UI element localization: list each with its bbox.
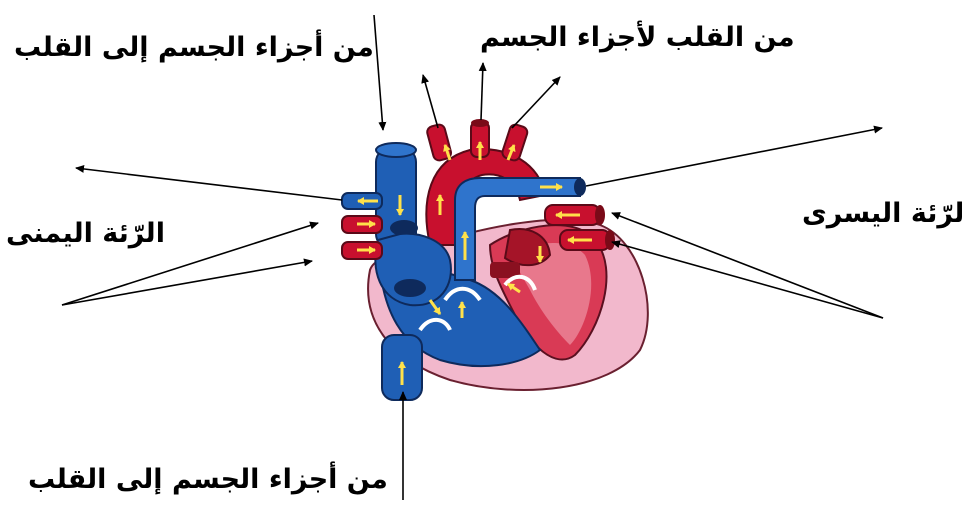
label-from-body-bottom: من أجزاء الجسم إلى القلب [28,464,388,495]
pointer-aorta-3 [512,77,560,128]
label-right-lung: الرّئة اليمنى [6,218,165,249]
label-left-lung: الرّئة اليسرى [802,198,966,229]
label-to-body: من القلب لأجزاء الجسم [480,22,795,53]
pointer-right-lung-in-2 [62,261,312,305]
pointer-left-lung-out [586,128,882,186]
pointer-svc [374,15,383,130]
pointer-left-lung-in-2 [612,242,883,318]
pointer-aorta-1 [423,75,438,128]
superior-vena-cava [376,143,418,248]
pointer-right-lung-out [76,168,342,200]
pointer-aorta-2 [481,63,483,120]
label-from-body-top: من أجزاء الجسم إلى القلب [14,32,374,63]
